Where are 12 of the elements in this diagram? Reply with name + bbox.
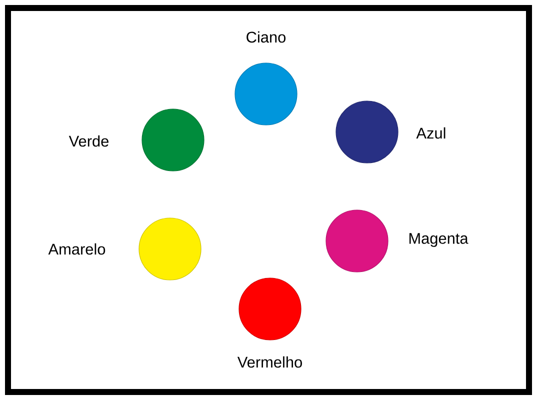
colour-circle bbox=[142, 108, 204, 172]
colour-circle bbox=[138, 218, 202, 280]
colour-circle bbox=[234, 62, 298, 126]
colour-circle bbox=[336, 100, 398, 164]
colour-label: Vermelho bbox=[237, 356, 302, 368]
colour-label: Verde bbox=[68, 135, 108, 147]
colour-label: Ciano bbox=[246, 31, 286, 43]
colour-label: Magenta bbox=[409, 233, 468, 247]
colour-circle bbox=[238, 278, 302, 340]
colour-label: Amarelo bbox=[48, 243, 106, 255]
colour-label: Azul bbox=[416, 127, 446, 139]
colour-circle bbox=[326, 210, 388, 272]
